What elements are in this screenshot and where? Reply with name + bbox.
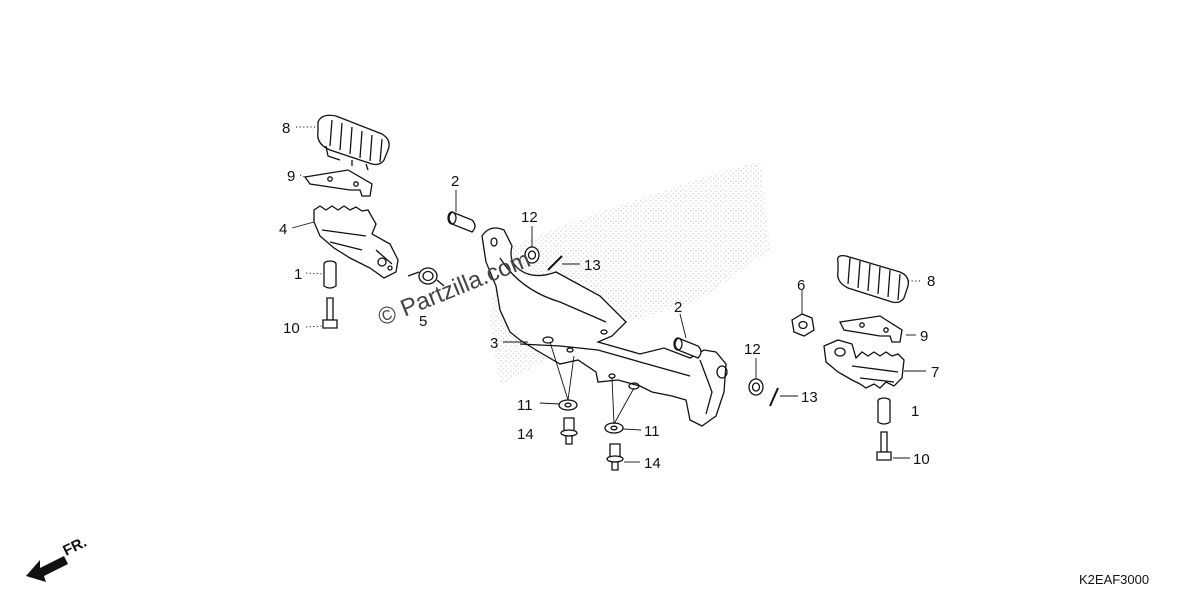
cotter-pin-right	[769, 387, 779, 407]
front-direction-indicator: FR.	[26, 534, 89, 582]
callout-10-right: 10	[913, 451, 930, 468]
callout-9-right: 9	[920, 328, 928, 345]
plate-left	[303, 169, 373, 197]
footpeg-left	[313, 205, 399, 279]
callout-4: 4	[279, 221, 287, 238]
callout-8-right: 8	[927, 273, 935, 290]
bolt-right	[876, 431, 892, 461]
callout-2-middle: 2	[674, 299, 682, 316]
callout-3: 3	[490, 335, 498, 352]
collar-left	[323, 260, 337, 289]
washer-11b	[604, 422, 624, 434]
callout-12-left: 12	[521, 209, 538, 226]
callout-9-left: 9	[287, 168, 295, 185]
callout-8-left: 8	[282, 120, 290, 137]
leader-lines	[291, 126, 926, 463]
callout-11-left: 11	[517, 397, 533, 414]
alignment-lines	[549, 341, 635, 425]
diagram-code: K2EAF3000	[1079, 572, 1149, 587]
plate-right	[839, 315, 903, 343]
callout-10-left: 10	[283, 320, 300, 337]
callout-1-right: 1	[911, 403, 919, 420]
collar-right	[877, 397, 891, 425]
callout-1-left: 1	[294, 266, 302, 283]
callout-5: 5	[419, 313, 427, 330]
pin-left	[447, 211, 476, 233]
nut	[791, 313, 815, 337]
washer-11a	[558, 399, 578, 411]
arrow-left-icon	[26, 556, 68, 582]
callout-14-left: 14	[517, 426, 534, 443]
callout-12-right: 12	[744, 341, 761, 358]
footpeg-right	[823, 339, 905, 389]
callout-labels: 8 9 4 1 10 2 12 13 5 3 2 11 14 11 14 12 …	[279, 120, 939, 472]
bolt-left	[322, 297, 338, 329]
callout-13-left: 13	[584, 257, 601, 274]
footpeg-rubber-left	[317, 114, 390, 171]
callout-11-right: 11	[644, 423, 660, 440]
callout-14-right: 14	[644, 455, 661, 472]
washer-right	[748, 378, 764, 396]
callout-7: 7	[931, 364, 939, 381]
cotter-pin-left	[547, 255, 563, 271]
flange-bolt-14b	[606, 443, 624, 471]
flange-bolt-14a	[560, 417, 578, 445]
callout-13-right: 13	[801, 389, 818, 406]
callout-6: 6	[797, 277, 805, 294]
direction-label: FR.	[60, 534, 89, 560]
callout-2-top: 2	[451, 173, 459, 190]
footpeg-rubber-right	[837, 254, 909, 304]
pin-right	[673, 337, 702, 359]
spring	[407, 267, 445, 287]
